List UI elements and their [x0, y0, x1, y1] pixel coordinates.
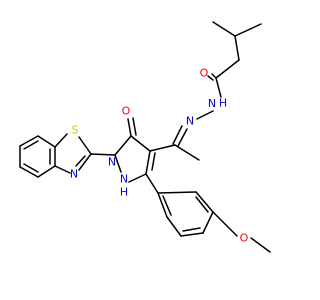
- bond: [130, 135, 151, 152]
- bond: [54, 165, 71, 174]
- bond: [145, 150, 151, 175]
- pyrazole-h-label: H: [120, 186, 128, 199]
- bond: [195, 196, 209, 213]
- bond: [211, 73, 217, 79]
- bond: [23, 140, 39, 150]
- atom-labels: O N H N O N N H S N O: [70, 67, 249, 245]
- bond: [182, 227, 201, 232]
- bond: [157, 192, 168, 218]
- bond: [37, 135, 56, 148]
- bond: [162, 195, 172, 216]
- bond: [114, 135, 132, 156]
- bonds: [19, 21, 271, 253]
- bond: [23, 163, 39, 173]
- pyrazole-n1-label: N: [108, 156, 116, 169]
- ring-oxygen-label: O: [122, 105, 131, 118]
- bond: [149, 144, 176, 152]
- bond: [54, 133, 68, 148]
- bond: [90, 153, 116, 156]
- bond: [177, 128, 188, 147]
- bond: [207, 75, 214, 81]
- thiazole-sulfur-label: S: [72, 124, 79, 137]
- bond: [250, 237, 271, 253]
- bond: [215, 77, 222, 98]
- hydrazone-nitrogen-label: N: [186, 115, 194, 128]
- hydrazide-nh-label: N: [208, 97, 216, 110]
- bond: [78, 136, 92, 155]
- bond: [202, 211, 214, 234]
- bond: [37, 165, 56, 178]
- pyrazole-n2-label: N: [120, 173, 128, 186]
- bond: [157, 191, 197, 194]
- bond: [215, 59, 240, 79]
- bond: [75, 155, 86, 167]
- bond: [151, 152, 156, 171]
- bond: [196, 110, 214, 120]
- bond: [174, 144, 200, 161]
- hydrazide-n: N: [208, 97, 216, 110]
- bond: [234, 23, 262, 37]
- carbonyl-oxygen-label: O: [200, 67, 209, 80]
- bond: [166, 216, 182, 237]
- bond: [212, 211, 238, 237]
- bond: [19, 135, 39, 147]
- bond: [128, 173, 147, 183]
- bond: [132, 117, 137, 136]
- bond: [212, 21, 236, 37]
- thiazole-nitrogen-label: N: [70, 168, 78, 181]
- bond: [114, 154, 122, 173]
- methoxy-oxygen-label: O: [240, 232, 249, 245]
- bond: [180, 232, 204, 237]
- hydrazide-h-label: H: [219, 97, 227, 110]
- bond: [234, 35, 240, 61]
- bond: [78, 153, 92, 171]
- bond: [127, 118, 132, 137]
- bond: [172, 125, 183, 145]
- molecule-structure: O N H N O N N H S N O: [19, 21, 271, 253]
- bond: [19, 166, 39, 178]
- bond: [145, 173, 159, 194]
- bond: [195, 191, 214, 213]
